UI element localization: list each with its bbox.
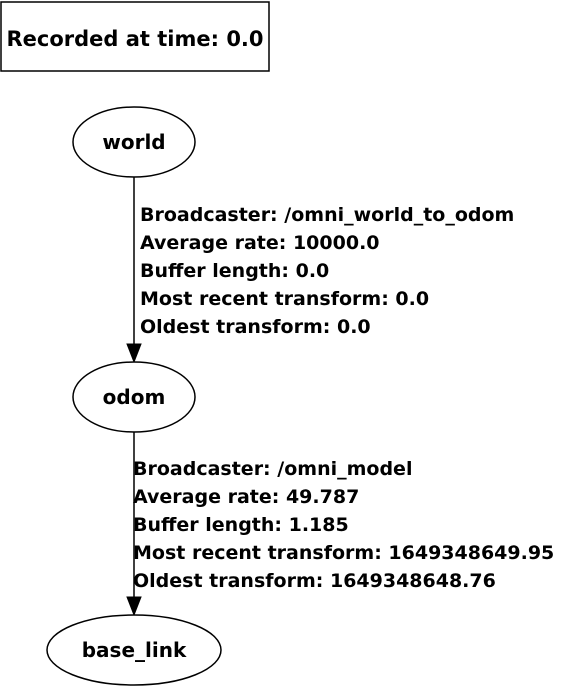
recorded-time-box: Recorded at time: 0.0 <box>0 1 270 72</box>
node-odom[interactable]: odom <box>72 361 196 433</box>
arrowhead-icon <box>126 343 142 364</box>
edge-broadcaster: Broadcaster: /omni_model <box>133 458 412 480</box>
edge-buffer-length: Buffer length: 1.185 <box>133 514 349 536</box>
recorded-time-label: Recorded at time: 0.0 <box>6 27 263 51</box>
recorded-time-frame <box>0 1 270 72</box>
node-world-label: world <box>102 130 165 154</box>
node-base-link-label: base_link <box>82 638 187 662</box>
node-world[interactable]: world <box>72 106 196 178</box>
edge-average-rate: Average rate: 49.787 <box>133 486 359 508</box>
edge-most-recent-transform: Most recent transform: 1649348649.95 <box>133 542 554 564</box>
edge-broadcaster: Broadcaster: /omni_world_to_odom <box>140 204 514 226</box>
edge-average-rate: Average rate: 10000.0 <box>140 232 380 254</box>
edge-buffer-length: Buffer length: 0.0 <box>140 260 329 282</box>
edge-oldest-transform: Oldest transform: 1649348648.76 <box>133 570 496 592</box>
node-odom-label: odom <box>103 385 166 409</box>
edge-oldest-transform: Oldest transform: 0.0 <box>140 316 371 338</box>
edge-world-to-odom: Broadcaster: /omni_world_to_odom Average… <box>126 177 514 364</box>
edge-odom-to-base-link: Broadcaster: /omni_model Average rate: 4… <box>126 432 554 617</box>
arrowhead-icon <box>126 596 142 617</box>
node-base-link-ellipse <box>46 614 222 686</box>
node-base-link[interactable]: base_link <box>46 614 222 686</box>
edge-most-recent-transform: Most recent transform: 0.0 <box>140 288 429 310</box>
